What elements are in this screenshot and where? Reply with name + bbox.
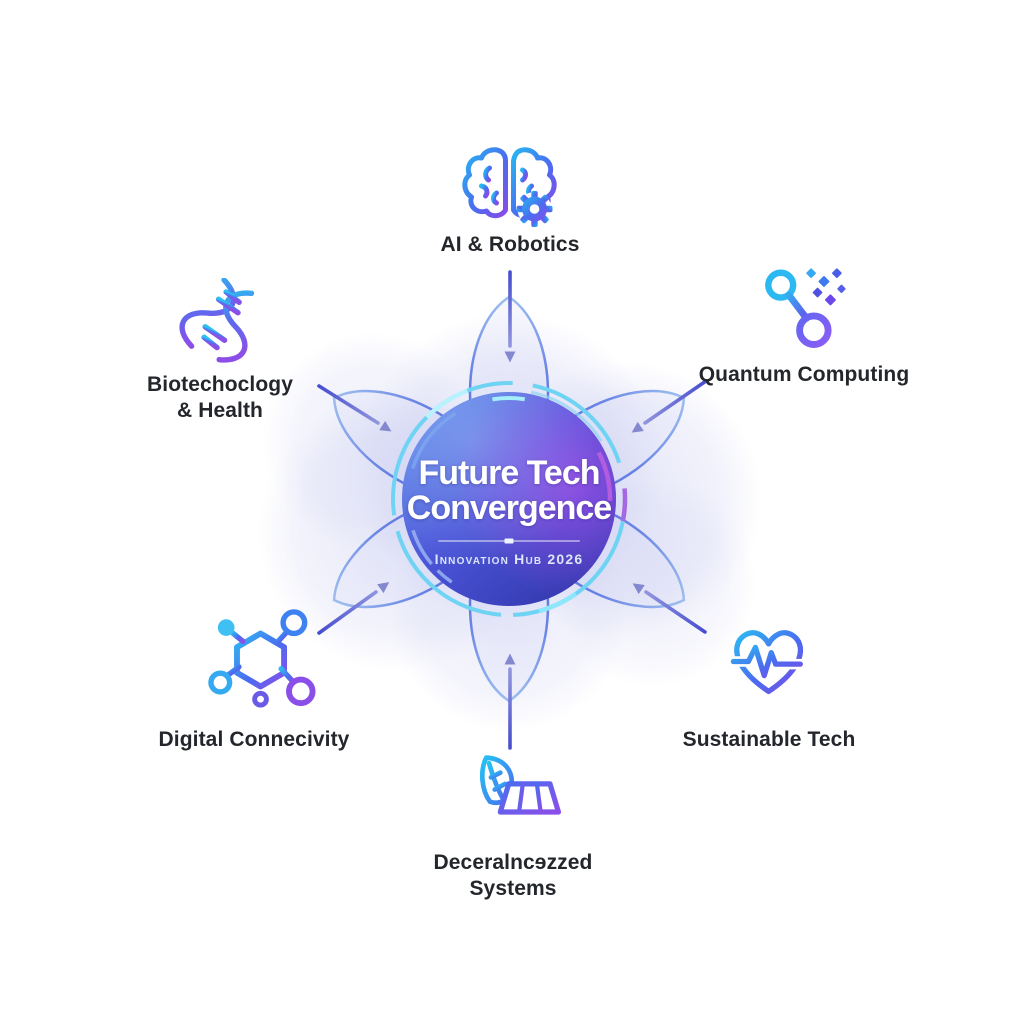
gear-icon (516, 191, 553, 227)
hub-divider (438, 538, 580, 544)
node-label: Digital Connecivity (158, 728, 350, 751)
connector-lines (317, 270, 708, 750)
node-quantum-computing: Quantum Computing (699, 264, 910, 388)
hub-title-line2: Convergence (406, 489, 612, 528)
node-sustainable-tech: Sustainable Tech (683, 621, 856, 753)
node-label: Quantum Computing (698, 363, 910, 386)
brain-gear-icon (462, 147, 558, 227)
node-label: Biotechoclogy & Health (147, 373, 293, 423)
hub-outer-ring (390, 380, 628, 618)
molecule-network-icon (208, 609, 316, 708)
node-ai-robotics: AI & Robotics (441, 142, 580, 258)
node-label: AI & Robotics (440, 233, 580, 256)
hub-title: Future Tech Convergence (369, 454, 649, 528)
hub-text-block: Future Tech Convergence Innovation Hub 2… (369, 454, 649, 567)
hub-subtitle: Innovation Hub 2026 (434, 550, 584, 567)
node-biotech-health: Biotechoclogy & Health (147, 278, 293, 424)
hub-circle (402, 392, 616, 606)
node-digital-connectivity: Digital Connecivity (159, 606, 350, 753)
hub-divider-square (504, 538, 514, 544)
hub-title-line1: Future Tech (418, 454, 600, 492)
qubit-diamonds (806, 268, 846, 306)
node-label: Sustainable Tech (682, 728, 856, 751)
connector-top (504, 270, 516, 363)
node-label: Deceralncɘzzed Systems (433, 851, 593, 901)
connector-bottom-right (632, 583, 707, 634)
connector-bottom-left (317, 582, 390, 635)
solar-panel-shape (498, 781, 562, 831)
node-decentralized-systems: Deceralncɘzzed Systems (434, 752, 593, 902)
connector-bottom (504, 653, 516, 750)
connector-top-left (317, 384, 392, 432)
dna-helix-icon (179, 278, 255, 363)
connector-top-right (631, 379, 708, 433)
quantum-link-icon (765, 268, 846, 348)
heart-pulse-icon (728, 630, 806, 695)
leaf-solar-icon (480, 755, 562, 831)
